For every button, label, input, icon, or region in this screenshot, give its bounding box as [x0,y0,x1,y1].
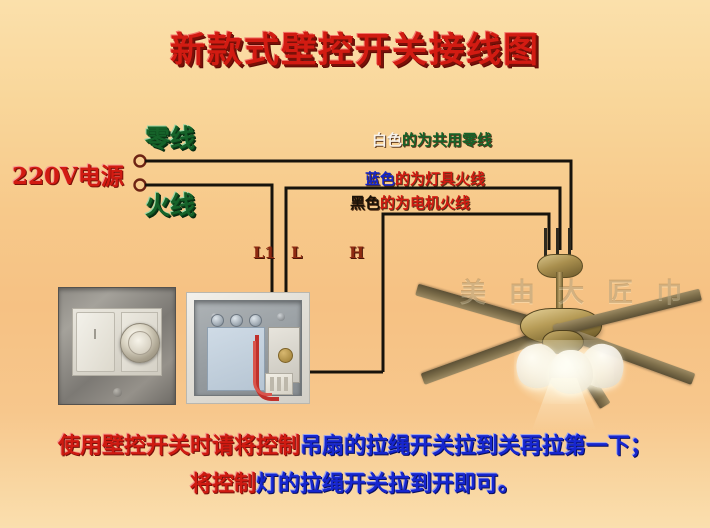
footer-line-2-blue: 灯的拉绳开关拉到开即可。 [256,472,521,497]
switch-box-frame [186,292,310,404]
terminal-label-l: L [291,243,303,262]
screw-terminal-icon [211,314,224,327]
caption-black-wire: 黑色的为电机火线 [350,196,470,211]
caption-white-colorword: 白色 [372,131,403,149]
footer-line-1-red: 使用壁控开关时请将控制 [57,434,300,459]
rocker-switch[interactable] [76,312,115,372]
live-wire-label: 火线 [145,191,196,220]
brass-screw-icon [278,348,293,363]
mount-hole-icon [277,313,285,321]
wire-lamp-blue [284,186,562,320]
caption-white-wire: 白色的为共用零线 [372,133,492,148]
caption-blue-wire: 蓝色的为灯具火线 [365,172,485,187]
red-jumper-wire [255,335,279,401]
terminal-label-l1: L1 [253,243,276,262]
screw-terminal-icon [249,314,262,327]
footer-line-2: 将控制灯的拉绳开关拉到开即可。 [0,474,710,496]
neutral-wire-label: 零线 [145,124,196,153]
terminal-label-h: H [349,243,365,262]
light-shade [549,350,593,394]
caption-blue-colorword: 蓝色 [365,170,396,188]
live-terminal-dot [133,178,147,192]
rotary-knob[interactable] [120,323,161,363]
screw-terminal-icon [230,314,243,327]
switch-box-cavity [194,300,302,401]
neutral-terminal-dot [133,154,147,168]
switch-plate-frame [58,287,176,405]
wire-motor-black [381,212,551,372]
plate-screw [113,388,122,397]
fan-downrod [556,272,563,314]
ceiling-fan-photo: 美 由 大 匠 巾 [404,228,710,430]
footer-line-1: 使用壁控开关时请将控制吊扇的拉绳开关拉到关再拉第一下； [0,436,710,458]
footer-line-2-red: 将控制 [189,472,256,497]
caption-black-colorword: 黑色 [350,194,381,212]
red-jumper-wire-highlight [253,341,272,396]
page-title: 新款式壁控开关接线图 [169,31,540,71]
rotary-knob-housing [120,312,161,372]
wall-switch-wiring-photo [186,292,310,404]
caption-black-text: 的为电机火线 [380,194,471,212]
wire-live-feed [145,183,274,322]
power-source-label: 220V电源 [12,163,124,190]
wall-switch-faceplate-photo [58,287,176,405]
wire-neutral-white [145,159,573,250]
fan-hanger-rods [542,228,576,262]
caption-white-text: 的为共用零线 [402,131,493,149]
caption-blue-text: 的为灯具火线 [395,170,486,188]
switch-plate-inner [72,308,162,376]
footer-line-1-blue: 吊扇的拉绳开关拉到关再拉第一下； [300,434,653,459]
